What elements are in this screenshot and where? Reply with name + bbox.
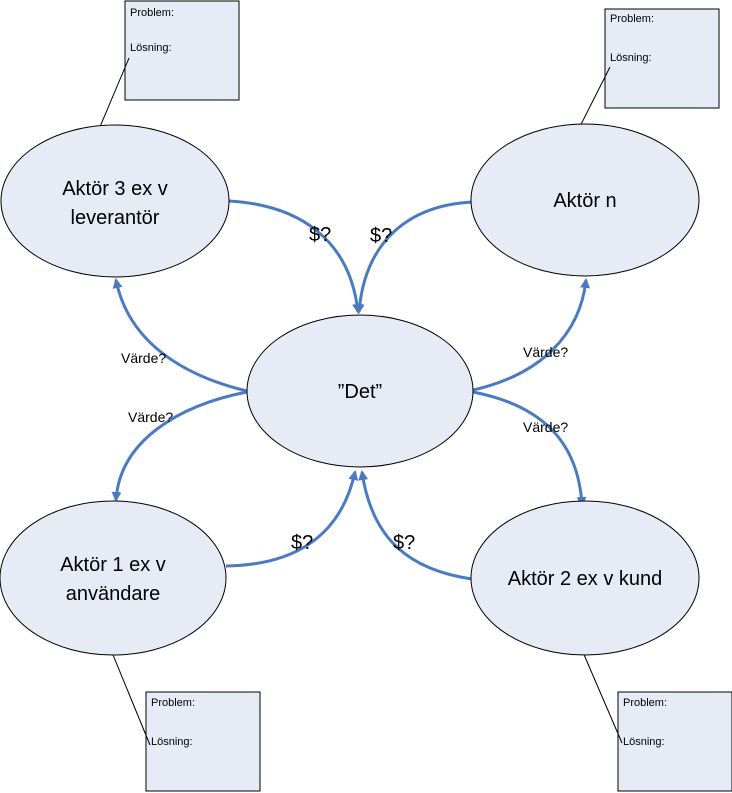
note-actorN-solution: Lösning: — [610, 52, 652, 64]
node-actor1-line2: användare — [66, 583, 161, 605]
arrow-actor1-to-center — [225, 470, 359, 568]
label-money-actorN: $? — [370, 225, 392, 247]
node-actor1: Aktör 1 ex v användare — [0, 500, 227, 656]
label-value-actor3: Värde? — [121, 350, 166, 366]
note-actor2: Problem: Lösning: — [617, 691, 732, 792]
note-actor3-solution: Lösning: — [130, 42, 172, 54]
label-money-actor2: $? — [393, 532, 415, 554]
note-actor1-solution: Lösning: — [151, 736, 193, 748]
note-actorN: Problem: Lösning: — [604, 8, 720, 109]
arrow-center-to-actorN — [472, 278, 591, 392]
node-actor3-line2: leverantör — [71, 207, 160, 229]
note-actor2-solution: Lösning: — [623, 736, 665, 748]
arrow-center-to-actor1 — [111, 390, 248, 502]
label-value-actorN: Värde? — [523, 344, 568, 360]
arrow-center-to-actor3 — [112, 278, 248, 393]
node-actorN: Aktör n — [470, 123, 700, 277]
node-center: ”Det” — [246, 314, 474, 468]
node-actor1-line1: Aktör 1 ex v — [60, 554, 166, 576]
node-actor2: Aktör 2 ex v kund — [470, 500, 700, 656]
node-actor3-line1: Aktör 3 ex v — [62, 178, 168, 200]
label-value-actor2: Värde? — [523, 419, 568, 435]
note-actor3: Problem: Lösning: — [124, 0, 240, 101]
label-money-actor3: $? — [309, 224, 331, 246]
node-actorN-label: Aktör n — [553, 190, 616, 212]
label-money-actor1: $? — [291, 532, 313, 554]
label-value-actor1: Värde? — [128, 409, 173, 425]
arrow-actor2-to-center — [358, 470, 473, 581]
note-actor1-problem: Problem: — [151, 697, 195, 709]
arrow-actor3-to-center — [228, 199, 363, 314]
node-center-label: ”Det” — [338, 381, 382, 403]
note-actorN-problem: Problem: — [610, 13, 654, 25]
note-actor2-problem: Problem: — [623, 697, 667, 709]
node-actor3: Aktör 3 ex v leverantör — [0, 124, 230, 278]
node-actor2-label: Aktör 2 ex v kund — [508, 568, 663, 590]
note-actor3-problem: Problem: — [130, 7, 174, 19]
arrow-center-to-actor2 — [472, 390, 587, 507]
arrow-actorN-to-center — [354, 200, 474, 314]
note-actor1: Problem: Lösning: — [145, 691, 261, 792]
